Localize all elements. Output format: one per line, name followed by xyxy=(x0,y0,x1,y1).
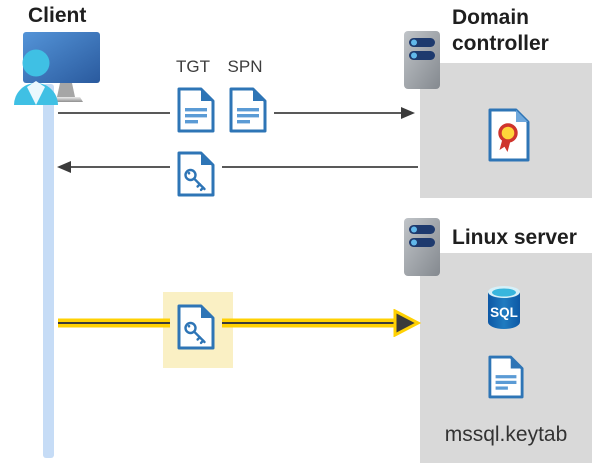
client-label: Client xyxy=(28,4,87,27)
response-arrow xyxy=(57,161,418,173)
kerberos-ticket-arrow xyxy=(58,309,422,337)
domain-controller-label: Domain controller xyxy=(452,6,549,55)
linux-server-label: Linux server xyxy=(452,226,577,249)
key-file-highlighted-icon xyxy=(170,300,222,354)
user-at-computer-icon xyxy=(14,32,100,105)
spn-document-icon xyxy=(222,84,274,136)
domain-controller-server-icon xyxy=(404,31,440,89)
key-file-icon xyxy=(170,147,222,201)
tgt-label: TGT xyxy=(176,57,210,76)
sql-icon-label: SQL xyxy=(490,305,518,320)
linux-server-icon xyxy=(404,218,440,276)
spn-label: SPN xyxy=(227,57,263,76)
client-lifeline xyxy=(43,84,54,458)
sql-database-icon: SQL xyxy=(488,286,520,329)
keytab-filename-label: mssql.keytab xyxy=(444,423,568,446)
tgt-document-icon xyxy=(170,84,222,136)
certificate-icon xyxy=(488,108,530,162)
keytab-file-icon xyxy=(488,355,524,399)
